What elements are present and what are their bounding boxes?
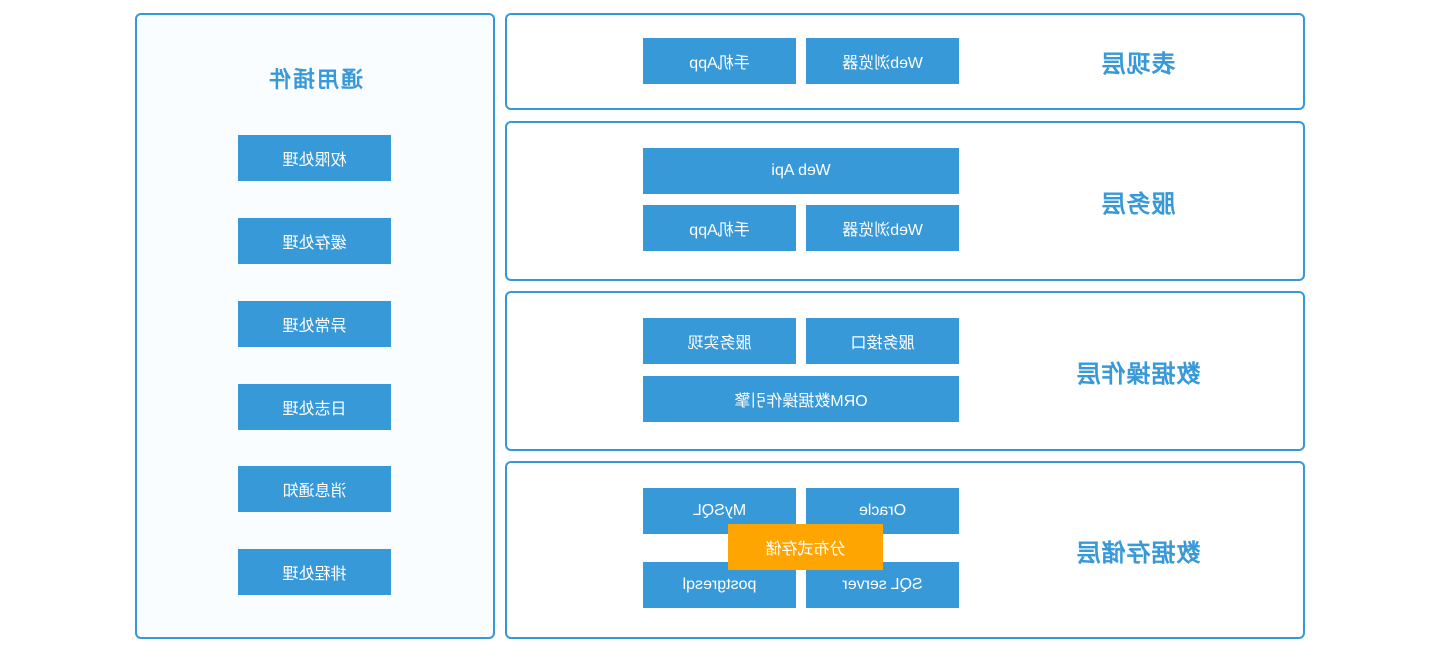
layer-data-storage-label: 数据存储层 xyxy=(1075,539,1201,567)
node-mobile-app: 手机App xyxy=(643,38,796,84)
node-service-interface: 服务接口 xyxy=(806,318,959,364)
node-web-browser: Web浏览器 xyxy=(806,38,959,84)
node-mobile-app: 手机App xyxy=(643,205,796,251)
plugins-panel-title: 通用插件 xyxy=(267,67,364,92)
plugin-schedule-handling: 排程处理 xyxy=(238,549,391,595)
node-distributed-storage: 分布式存储 xyxy=(728,524,883,570)
node-service-implementation: 服务实现 xyxy=(643,318,796,364)
plugin-message-notification: 消息通知 xyxy=(238,466,391,512)
layer-presentation-label: 表现层 xyxy=(1100,51,1176,78)
layer-data-operation-label: 数据操作层 xyxy=(1075,360,1201,388)
node-orm-engine: ORM数据操作引擎 xyxy=(643,376,959,422)
plugin-exception-handling: 异常处理 xyxy=(238,301,391,347)
layer-service-label: 服务层 xyxy=(1100,190,1176,218)
node-web-api: Web Api xyxy=(643,148,959,194)
node-web-browser: Web浏览器 xyxy=(806,205,959,251)
layer-data-operation: 数据操作层 服务接口 服务实现 ORM数据操作引擎 xyxy=(505,291,1305,451)
plugin-log-handling: 日志处理 xyxy=(238,384,391,430)
layer-presentation: 表现层 Web浏览器 手机App xyxy=(505,13,1305,110)
plugins-panel: 通用插件 权限处理 缓存处理 异常处理 日志处理 消息通知 排程处理 xyxy=(135,13,495,639)
layer-data-storage: 数据存储层 Oracle MySQL SQL server postgresql… xyxy=(505,461,1305,639)
plugin-cache-handling: 缓存处理 xyxy=(238,218,391,264)
layer-service: 服务层 Web Api Web浏览器 手机App xyxy=(505,121,1305,281)
plugin-permission-handling: 权限处理 xyxy=(238,135,391,181)
